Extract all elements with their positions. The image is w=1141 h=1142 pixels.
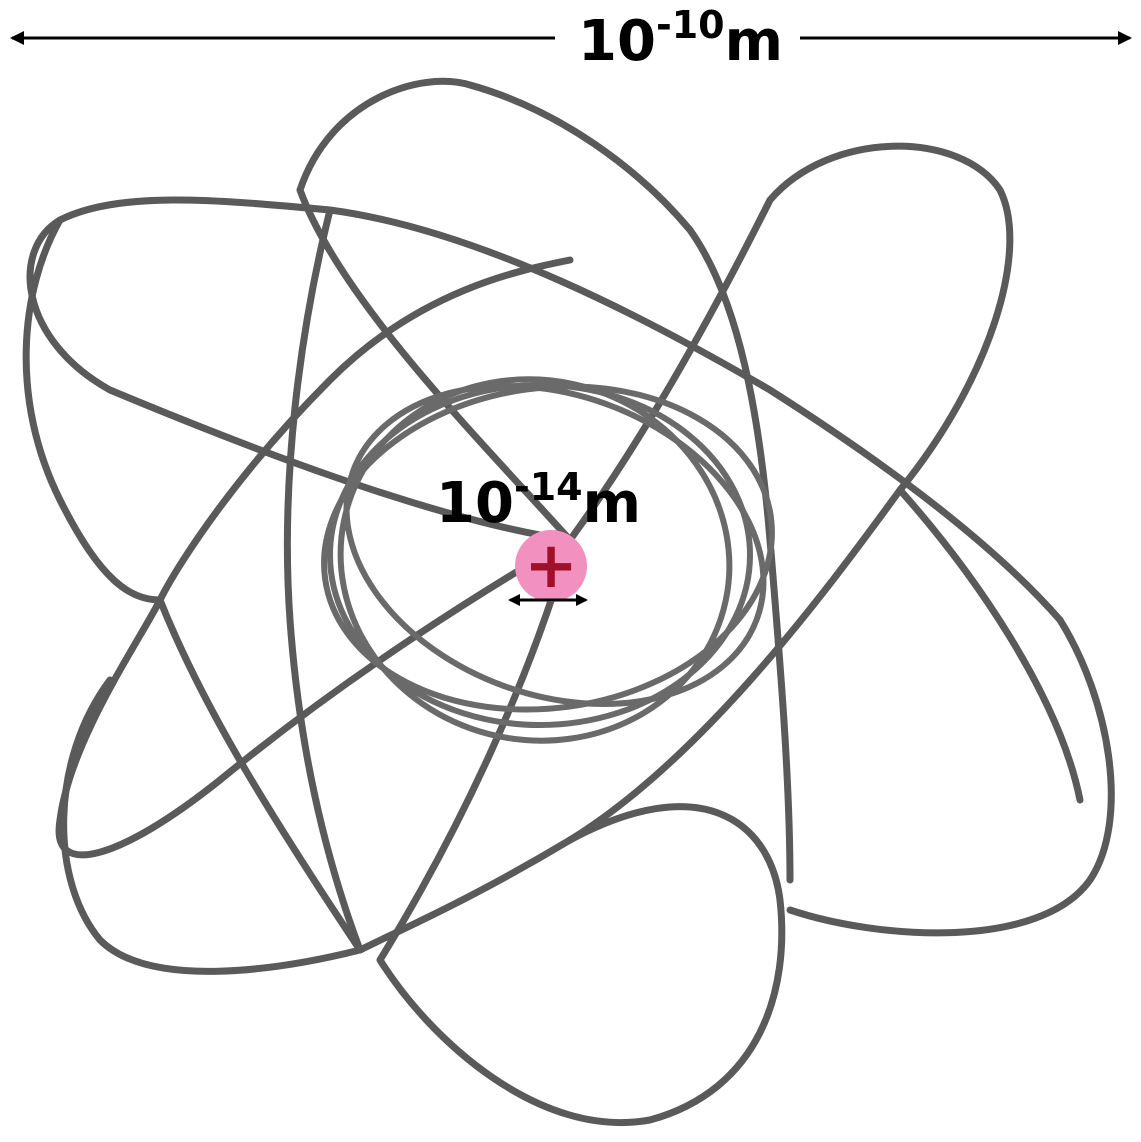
nucleus-charge-symbol: + [524,529,578,603]
electron-orbit-4 [59,260,570,855]
electron-orbit-7 [26,220,160,600]
atom-scale-unit: m [725,9,783,74]
atom-scale-base: 10 [578,9,656,74]
electron-orbit-5 [380,540,782,1123]
nucleus-scale-exponent: -14 [514,465,583,509]
nucleus-scale-label: 10-14m [436,465,641,536]
atom-scale-exponent: -10 [656,3,725,47]
atom-scale-label: 10-10m [578,3,783,74]
nucleus-scale-unit: m [583,471,641,536]
nucleus-scale-base: 10 [436,471,514,536]
electron-orbit-9 [900,490,1080,800]
electron-orbit-3 [360,146,1010,950]
